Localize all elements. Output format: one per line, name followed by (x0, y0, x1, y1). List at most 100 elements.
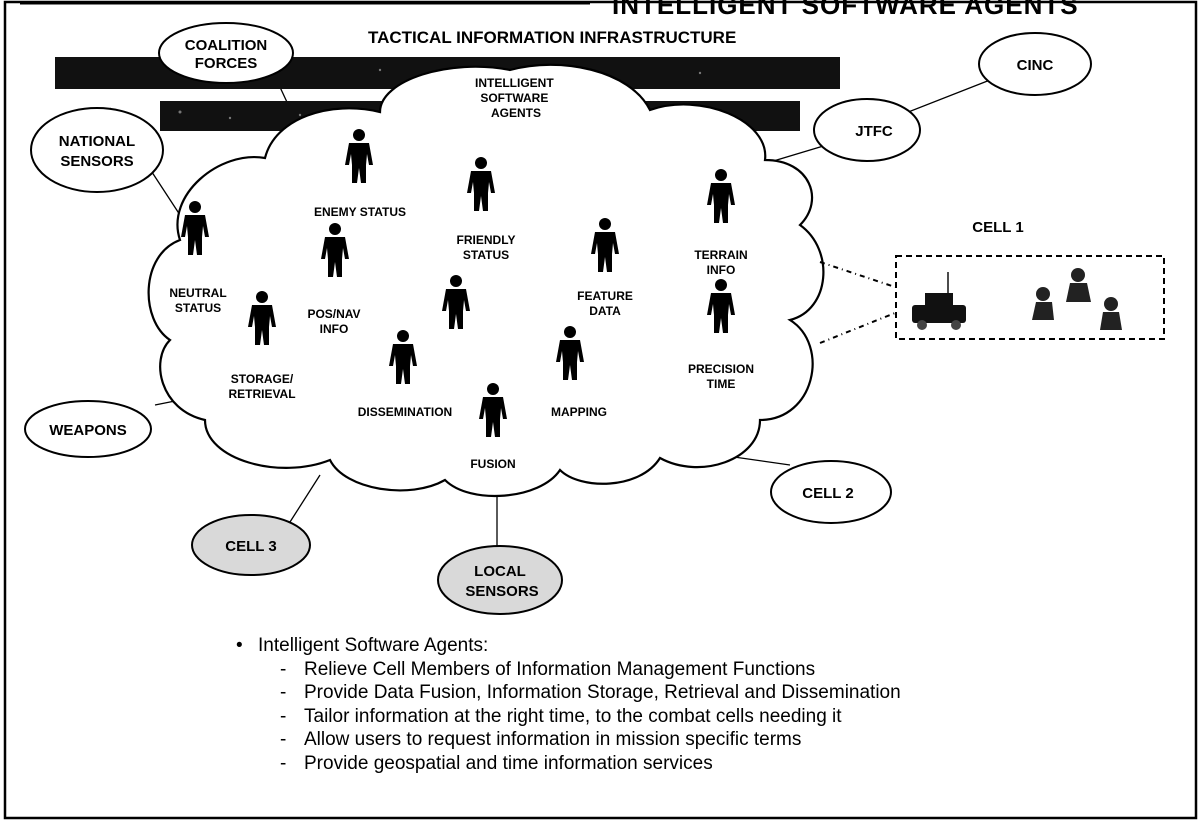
dash-icon: - (280, 705, 287, 727)
list-item: -Tailor information at the right time, t… (280, 705, 1158, 729)
list-item-text: Provide Data Fusion, Information Storage… (304, 682, 901, 703)
node-cinc: CINC (978, 32, 1092, 96)
node-jtfc: JTFC (813, 98, 921, 162)
notes-list: -Relieve Cell Members of Information Man… (258, 658, 1158, 776)
list-item-text: Allow users to request information in mi… (304, 729, 802, 750)
svg-text:JTFC: JTFC (855, 123, 893, 140)
node-label: LOCAL (474, 563, 526, 580)
node-label: CELL 3 (225, 538, 276, 555)
dash-icon: - (280, 752, 287, 774)
cloud-label-line: AGENTS (491, 106, 541, 120)
node-label: SENSORS (60, 153, 133, 170)
notes-heading: • Intelligent Software Agents: (236, 634, 1158, 658)
node-label: CINC (1017, 57, 1054, 74)
agent-label: FEATURE (577, 289, 633, 303)
soldier-icons (1032, 268, 1122, 330)
agent-label: ENEMY STATUS (314, 205, 406, 219)
node-local-sensors: LOCAL SENSORS (437, 545, 563, 615)
agent-label: DISSEMINATION (358, 405, 452, 419)
agent-label: RETRIEVAL (228, 387, 295, 401)
list-item-text: Provide geospatial and time information … (304, 752, 713, 774)
agent-label: NEUTRAL (169, 286, 226, 300)
list-item-text: Relieve Cell Members of Information Mana… (304, 658, 816, 680)
agent-label: PRECISION (688, 362, 754, 376)
dash-icon: - (280, 658, 287, 680)
agent-dissemination: DISSEMINATION (358, 330, 452, 419)
list-item: -Provide geospatial and time information… (280, 752, 1158, 776)
agent-label: POS/NAV (307, 307, 360, 321)
node-label: JTFC (855, 123, 893, 140)
diagram-title: TACTICAL INFORMATION INFRASTRUCTURE (368, 28, 736, 47)
agent-label: FRIENDLY (457, 233, 516, 247)
bullet-icon: • (236, 635, 243, 656)
cloud-label: INTELLIGENT SOFTWARE AGENTS (475, 76, 557, 120)
node-label: COALITION (185, 37, 268, 54)
node-weapons: WEAPONS (24, 400, 152, 458)
node-label: FORCES (195, 55, 258, 72)
agent-label: FUSION (470, 457, 515, 471)
svg-text:FUSION: FUSION (470, 457, 515, 471)
agent-cloud (147, 63, 825, 498)
node-label: SENSORS (465, 583, 538, 600)
dash-icon: - (280, 682, 287, 703)
svg-text:DISSEMINATION: DISSEMINATION (358, 405, 452, 419)
vehicle-icon (912, 272, 966, 330)
list-item: -Provide Data Fusion, Information Storag… (280, 681, 1158, 705)
node-national-sensors: NATIONAL SENSORS (30, 107, 164, 193)
agent-enemy-status: ENEMY STATUS (314, 129, 406, 219)
svg-text:CELL 3: CELL 3 (225, 538, 276, 555)
dash-icon: - (280, 729, 287, 750)
svg-text:ENEMY STATUS: ENEMY STATUS (314, 205, 406, 219)
banner-title: INTELLIGENT SOFTWARE AGENTS (612, 0, 1079, 20)
svg-text:STORAGE/RETRIEVAL: STORAGE/RETRIEVAL (228, 372, 295, 401)
agent-label: STATUS (175, 301, 221, 315)
svg-text:MAPPING: MAPPING (551, 405, 607, 419)
notes-heading-text: Intelligent Software Agents: (258, 635, 489, 656)
agent-mapping: MAPPING (551, 326, 607, 419)
agent-label: INFO (707, 263, 736, 277)
node-label: NATIONAL (59, 133, 135, 150)
notes-block: • Intelligent Software Agents: -Relieve … (236, 634, 1158, 776)
cell-1-label: CELL 1 (972, 219, 1023, 236)
agent-fusion: FUSION (470, 383, 516, 471)
node-cell-2: CELL 2 (770, 460, 892, 524)
node-label: WEAPONS (49, 422, 127, 439)
agent-label: STATUS (463, 248, 509, 262)
agent-label: STORAGE/ (231, 372, 294, 386)
agent-label: INFO (320, 322, 349, 336)
svg-text:CINC: CINC (1017, 57, 1054, 74)
svg-text:WEAPONS: WEAPONS (49, 422, 127, 439)
node-cell-3: CELL 3 (191, 514, 311, 576)
node-label: CELL 2 (802, 485, 853, 502)
list-item: -Allow users to request information in m… (280, 728, 1158, 752)
svg-text:CELL 2: CELL 2 (802, 485, 853, 502)
list-item: -Relieve Cell Members of Information Man… (280, 658, 1158, 682)
cloud-label-line: INTELLIGENT (475, 76, 554, 90)
cell-1-links (819, 261, 896, 344)
agent-label: MAPPING (551, 405, 607, 419)
agent-label: TIME (707, 377, 736, 391)
list-item-text: Tailor information at the right time, to… (304, 705, 842, 727)
page-frame (3, 0, 1198, 820)
cloud-label-line: SOFTWARE (480, 91, 548, 105)
agent-label: DATA (589, 304, 621, 318)
agent-label: TERRAIN (694, 248, 747, 262)
agent-storage-retrieval: STORAGE/RETRIEVAL (228, 291, 296, 401)
